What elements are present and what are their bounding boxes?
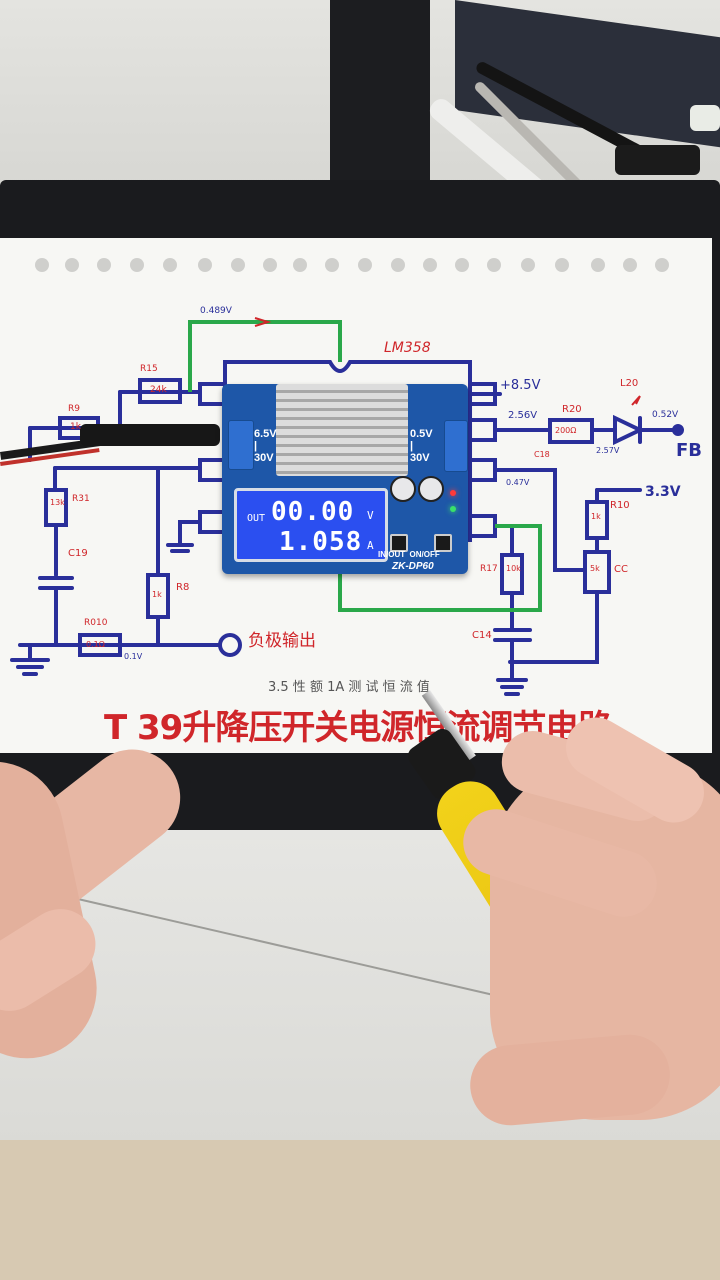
negative-output-label: 负极输出 (248, 631, 316, 651)
r9-label: R9 (68, 404, 80, 414)
r31-label: R31 (72, 494, 90, 504)
r8-label: R8 (176, 582, 190, 593)
cc-label: CC (614, 564, 628, 575)
status-led-green (450, 506, 456, 512)
on-off-button[interactable] (434, 534, 452, 552)
ic-label: LM358 (384, 340, 431, 356)
pin7-voltage: 2.56V (508, 410, 538, 421)
l20-label: L20 (620, 378, 639, 389)
vcc-label: 3.3V (645, 484, 681, 500)
top-wire-voltage: 0.489V (200, 306, 232, 316)
table-edge (0, 1140, 720, 1280)
buttons-label: IN/OUT ON/OFF (378, 550, 440, 559)
c19-label: C19 (68, 548, 88, 559)
lcd-voltage-unit: V (367, 509, 374, 522)
test-note: 3.5 性 额 1A 测 试 恒 流 值 (268, 680, 430, 695)
r8-value: 1k (152, 590, 162, 599)
marker-cap (615, 145, 700, 175)
dc-dc-module: 6.5V | 30V 0.5V | 30V OUT 00.00 V 1.058 … (222, 384, 468, 574)
green-feedback-wire (188, 320, 342, 392)
r31-value: 13k (50, 498, 65, 507)
paper-holes (35, 258, 669, 272)
status-led-red (450, 490, 456, 496)
c14-label: C14 (472, 630, 492, 641)
marker-green (690, 105, 720, 131)
output-voltage-label: 0.5V | 30V (410, 428, 433, 464)
r17-value: 10k (506, 564, 521, 573)
r10-label: R10 (610, 500, 630, 511)
r15-label: R15 (140, 364, 158, 374)
output-terminal (444, 420, 468, 472)
desk-pole (330, 0, 430, 195)
pin8-voltage: +8.5V (500, 378, 541, 393)
pot-value: 5k (590, 564, 600, 573)
led-cathode-voltage: 0.52V (652, 410, 679, 420)
heatsink (276, 384, 408, 476)
r15-value: 24k (150, 385, 167, 395)
c18-label: C18 (534, 450, 550, 459)
ic-outline (223, 360, 472, 542)
cable-plug (80, 424, 220, 446)
lcd-out-label: OUT (247, 513, 266, 524)
model-label: ZK-DP60 (392, 561, 434, 572)
r20-value: 200Ω (555, 426, 577, 435)
capacitor (390, 476, 416, 502)
in-out-button[interactable] (390, 534, 408, 552)
capacitor-2 (418, 476, 444, 502)
r10-value: 1k (591, 512, 601, 521)
lcd-current-unit: A (367, 539, 374, 552)
lcd-voltage-value: 00.00 (271, 497, 355, 527)
r010-voltage: 0.1V (124, 652, 143, 661)
r17-label: R17 (480, 564, 498, 574)
r010-label: R010 (84, 618, 108, 628)
input-voltage-label: 6.5V | 30V (254, 428, 277, 464)
lcd-current-value: 1.058 (279, 527, 363, 557)
fb-label: FB (676, 440, 703, 461)
lcd-display: OUT 00.00 V 1.058 A (234, 488, 388, 562)
r20-label: R20 (562, 404, 582, 415)
input-terminal (228, 420, 254, 470)
led-anode-voltage: 2.57V (596, 446, 620, 455)
r010-value: 0.1Ω (86, 640, 105, 649)
green-bottom-wire (338, 524, 542, 612)
r9-value: 1k (70, 422, 81, 432)
pin6-voltage: 0.47V (506, 478, 530, 487)
